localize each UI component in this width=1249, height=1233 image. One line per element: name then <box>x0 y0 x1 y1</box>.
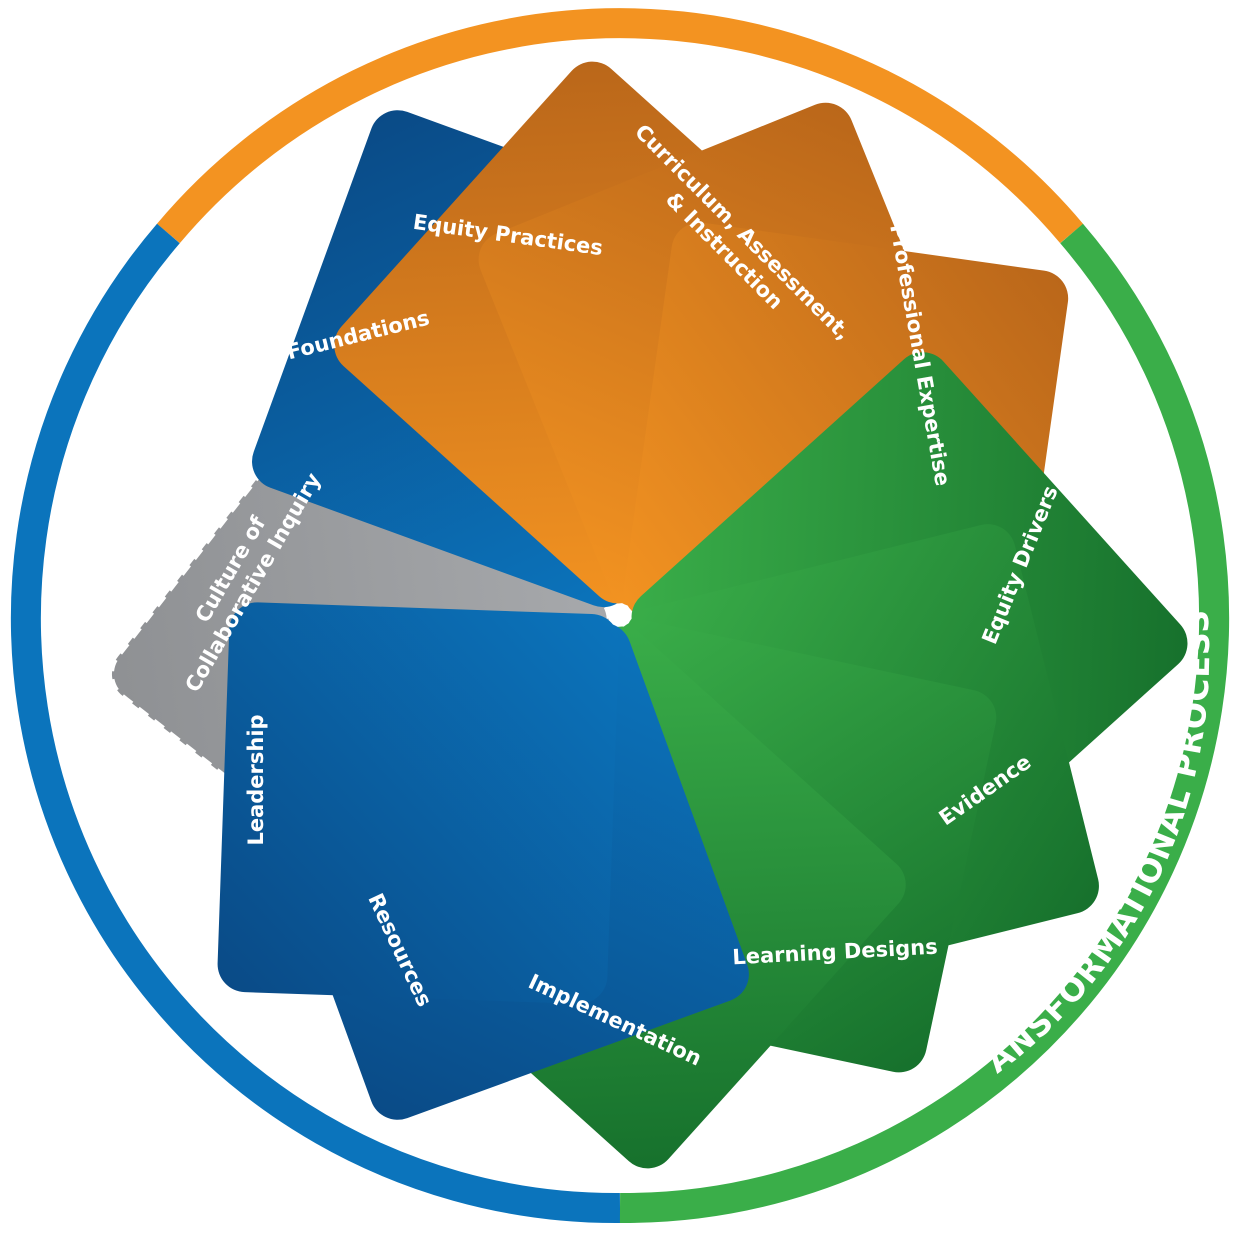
card-shape-leadership <box>217 602 620 1004</box>
outer-ring <box>10 8 1230 1224</box>
ring-arc-green <box>619 223 1230 1224</box>
card-label-leadership: Leadership <box>244 714 268 845</box>
ring-arc-orange <box>156 8 1084 244</box>
ring-arc-blue <box>10 223 621 1224</box>
card-leadership <box>217 602 620 1004</box>
